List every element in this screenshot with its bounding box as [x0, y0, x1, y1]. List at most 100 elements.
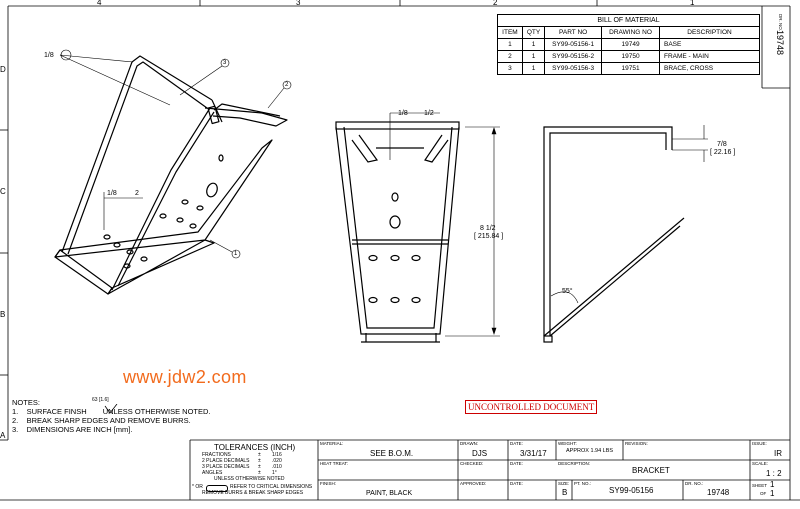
- date-label: DATE:: [510, 461, 523, 466]
- bill-of-material: BILL OF MATERIAL ITEM QTY PART NO DRAWIN…: [497, 14, 760, 75]
- tolerance-critical-prefix: * OR: [192, 484, 203, 490]
- zone-label-left: A: [0, 431, 6, 440]
- height-dimension: 8 1/2: [480, 225, 496, 232]
- drawn-value: DJS: [472, 449, 488, 458]
- approved-label: APPROVED:: [460, 481, 487, 486]
- bom-cell: 1: [521, 38, 546, 51]
- bom-cell: FRAME - MAIN: [659, 50, 760, 63]
- iso-callout: 2: [135, 190, 139, 197]
- watermark: www.jdw2.com: [123, 367, 247, 387]
- issue-value: IR: [774, 449, 782, 458]
- weight-label: WEIGHT:: [558, 441, 577, 446]
- note-item: 3. DIMENSIONS ARE INCH [mm].: [12, 425, 133, 434]
- tolerances-block: TOLERANCES (INCH) FRACTIONS ± 1/16 2 PLA…: [190, 440, 318, 500]
- bom-cell: 19750: [601, 50, 660, 63]
- item-balloon: 3: [223, 60, 227, 66]
- revision-label: REVISION:: [625, 441, 648, 446]
- tolerance-sign: ±: [258, 464, 261, 470]
- tolerance-label: 3 PLACE DECIMALS: [202, 464, 250, 470]
- side-drno-label: DR. NO.: [778, 14, 783, 32]
- scale-label: SCALE:: [752, 461, 769, 466]
- tolerance-critical-note: REFER TO CRITICAL DIMENSIONS: [230, 484, 313, 490]
- tolerance-burr-note: REMOVE BURRS & BREAK SHARP EDGES: [202, 490, 304, 496]
- zone-label-left: D: [0, 65, 6, 74]
- bom-cell: 19751: [601, 62, 660, 75]
- sheet-label: SHEET: [752, 483, 768, 488]
- finish-label: FINISH:: [320, 481, 337, 486]
- description-label: DESCRIPTION:: [558, 461, 591, 466]
- note-item: 2. BREAK SHARP EDGES AND REMOVE BURRS.: [12, 416, 191, 425]
- bom-header: QTY: [521, 26, 546, 39]
- size-label: SIZE:: [558, 481, 570, 486]
- tolerance-value: 1°: [272, 470, 277, 476]
- finish-symbol: 63 [1.6]: [92, 397, 109, 403]
- bom-header: DESCRIPTION: [659, 26, 760, 39]
- bom-header: DRAWING NO: [601, 26, 660, 39]
- date-label: DATE:: [510, 481, 523, 486]
- front-callout: 1/8: [398, 110, 408, 117]
- material-label: MATERIAL:: [320, 441, 344, 446]
- uncontrolled-stamp: UNCONTROLLED DOCUMENT: [465, 400, 598, 414]
- bom-header: ITEM: [497, 26, 523, 39]
- zone-label-left: B: [0, 310, 6, 319]
- bom-cell: BASE: [659, 38, 760, 51]
- part-number-value: SY99-05156: [609, 486, 654, 495]
- notes-title: NOTES:: [12, 398, 40, 407]
- bom-cell: SY99-05156-2: [544, 50, 603, 63]
- item-balloon: 2: [285, 82, 289, 88]
- tolerance-sign: ±: [258, 452, 261, 458]
- sheet-of-value: 1: [770, 489, 775, 498]
- bom-cell: 2: [497, 50, 523, 63]
- bom-row: 1 1 SY99-05156-1 19749 BASE: [497, 38, 760, 51]
- drawing-number-value: 19748: [707, 488, 730, 497]
- bom-cell: BRACE, CROSS: [659, 62, 760, 75]
- sheet-value: 1: [770, 480, 775, 489]
- date-label: DATE:: [510, 441, 523, 446]
- bom-row: 2 1 SY99-05156-2 19750 FRAME - MAIN: [497, 50, 760, 63]
- note-item: 1. SURFACE FINSH 63 [1.6] UNLESS OTHERWI…: [12, 397, 211, 417]
- zone-label-top: 3: [296, 0, 301, 7]
- bom-cell: SY99-05156-1: [544, 38, 603, 51]
- height-dimension-mm: [ 215.84 ]: [474, 233, 504, 240]
- front-callout: 1/2: [424, 110, 434, 117]
- drawing-number-label: DR. NO.:: [685, 481, 704, 486]
- side-dimension-mm: [ 22.16 ]: [710, 149, 736, 156]
- weight-value: APPROX 1.94 LBS: [566, 448, 614, 454]
- critical-symbol-icon: [206, 485, 228, 492]
- tolerance-sign: ±: [258, 458, 261, 464]
- iso-callout: 1/8: [44, 52, 54, 59]
- side-dimension: 7/8: [717, 141, 727, 148]
- tolerance-unless: UNLESS OTHERWISE NOTED: [214, 476, 285, 482]
- zone-label-top: 4: [97, 0, 102, 7]
- bom-cell: 1: [497, 38, 523, 51]
- tolerance-value: 1/16: [272, 452, 282, 458]
- tolerances-title: TOLERANCES (INCH): [214, 443, 296, 452]
- zone-label-top: 2: [493, 0, 498, 7]
- checked-label: CHECKED:: [460, 461, 484, 466]
- bom-cell: 19749: [601, 38, 660, 51]
- item-balloon: 1: [234, 251, 238, 257]
- iso-callout: 1/8: [107, 190, 117, 197]
- bom-cell: 1: [521, 50, 546, 63]
- bom-header: PART NO: [544, 26, 603, 39]
- tolerance-sign: ±: [258, 470, 261, 476]
- date-value: 3/31/17: [520, 449, 547, 458]
- bom-title: BILL OF MATERIAL: [497, 14, 760, 27]
- bom-cell: 1: [521, 62, 546, 75]
- tolerance-label: FRACTIONS: [202, 452, 231, 458]
- zone-label-left: C: [0, 187, 6, 196]
- zone-label-top: 1: [690, 0, 695, 7]
- finish-value: PAINT, BLACK: [366, 490, 413, 497]
- heat-treat-label: HEAT TREAT:: [320, 461, 348, 466]
- tolerance-value: .020: [272, 458, 282, 464]
- description-value: BRACKET: [632, 466, 670, 475]
- scale-value: 1 : 2: [766, 469, 782, 478]
- tolerance-label: 2 PLACE DECIMALS: [202, 458, 250, 464]
- sheet-of-label: OF: [760, 491, 767, 496]
- notes-block: NOTES: 1. SURFACE FINSH 63 [1.6] UNLESS …: [12, 397, 211, 435]
- bom-cell: 3: [497, 62, 523, 75]
- size-value: B: [562, 488, 568, 497]
- drawn-label: DRAWN:: [460, 441, 479, 446]
